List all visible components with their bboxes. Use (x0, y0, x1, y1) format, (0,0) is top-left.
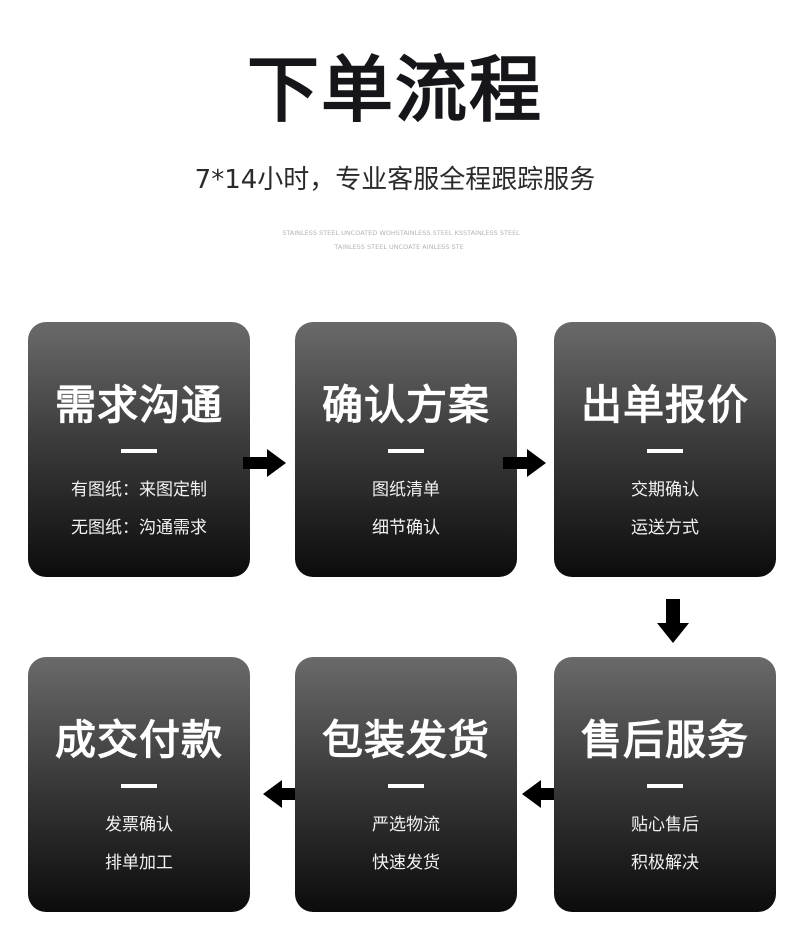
arrow-left-icon (522, 780, 565, 808)
arrow-down-icon (657, 599, 689, 643)
step-detail: 有图纸：来图定制 (71, 480, 207, 500)
step-title: 包装发货 (322, 716, 490, 764)
step-detail: 排单加工 (105, 853, 173, 873)
step-card-confirm-plan: 确认方案 图纸清单 细节确认 (295, 322, 517, 577)
page-subtitle: 7*14小时，专业客服全程跟踪服务 (194, 165, 596, 195)
arrow-right-icon (243, 449, 286, 477)
step-title: 确认方案 (322, 381, 490, 429)
step-card-after-sales: 售后服务 贴心售后 积极解决 (554, 657, 776, 912)
arrow-right-icon (503, 449, 546, 477)
step-divider (121, 449, 157, 453)
step-divider (388, 449, 424, 453)
step-detail: 无图纸：沟通需求 (71, 518, 207, 538)
step-divider (647, 449, 683, 453)
step-divider (121, 784, 157, 788)
step-title: 出单报价 (581, 381, 749, 429)
step-card-payment: 成交付款 发票确认 排单加工 (28, 657, 250, 912)
step-detail: 快速发货 (372, 853, 440, 873)
step-detail: 交期确认 (631, 480, 699, 500)
step-title: 成交付款 (55, 716, 223, 764)
step-title: 售后服务 (581, 716, 749, 764)
step-card-quotation: 出单报价 交期确认 运送方式 (554, 322, 776, 577)
step-detail: 运送方式 (631, 518, 699, 538)
step-detail: 严选物流 (372, 815, 440, 835)
step-detail: 发票确认 (105, 815, 173, 835)
fine-print-line-1: STAINLESS STEEL UNCOATED WOHSTAINLESS ST… (282, 229, 520, 237)
step-card-packing-shipping: 包装发货 严选物流 快速发货 (295, 657, 517, 912)
page-title: 下单流程 (246, 48, 543, 132)
step-detail: 图纸清单 (372, 480, 440, 500)
step-detail: 积极解决 (631, 853, 699, 873)
arrow-left-icon (263, 780, 306, 808)
step-title: 需求沟通 (55, 381, 223, 429)
step-card-requirement-communication: 需求沟通 有图纸：来图定制 无图纸：沟通需求 (28, 322, 250, 577)
step-detail: 贴心售后 (631, 815, 699, 835)
step-divider (388, 784, 424, 788)
step-divider (647, 784, 683, 788)
step-detail: 细节确认 (372, 518, 440, 538)
fine-print-line-2: TAINLESS STEEL UNCOATE AINLESS STE (334, 243, 464, 251)
